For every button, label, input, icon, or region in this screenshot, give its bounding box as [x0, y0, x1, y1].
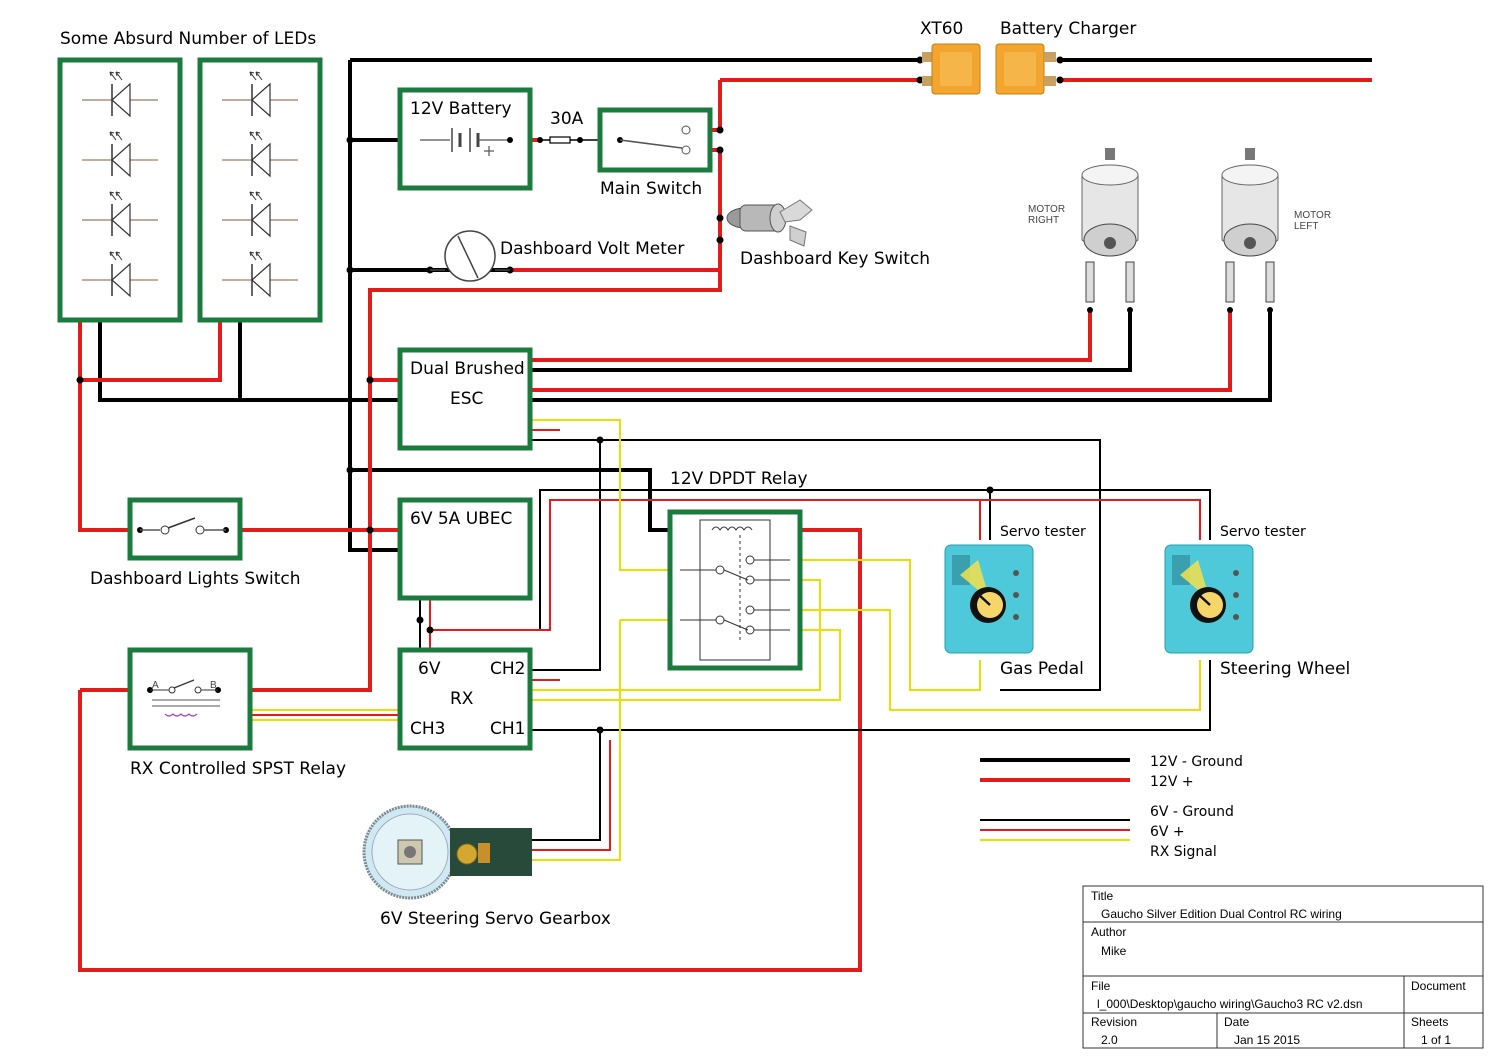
motor-right [1081, 148, 1139, 303]
fuse-label: 30A [550, 109, 584, 129]
esc-label-2: ESC [450, 389, 483, 409]
lights-switch-label: Dashboard Lights Switch [90, 569, 301, 589]
leds-label: Some Absurd Number of LEDs [60, 29, 316, 49]
tb-date-label: Date [1224, 1015, 1250, 1029]
battery [397, 87, 533, 191]
legend-12v-ground: 12V - Ground [1150, 754, 1243, 770]
motor-right-label-1: MOTOR [1028, 204, 1065, 215]
motor-left [1221, 148, 1279, 303]
tb-sheets-value: 1 of 1 [1421, 1033, 1451, 1047]
rx-ch1-label: CH1 [490, 719, 525, 739]
ubec-box [397, 497, 533, 601]
tb-date-value: Jan 15 2015 [1234, 1033, 1300, 1047]
servo-tester-steering [1164, 544, 1254, 654]
led-icon [82, 251, 158, 298]
led-icon [82, 131, 158, 178]
steering-wheel-label: Steering Wheel [1220, 659, 1350, 679]
servo-tester-1-label: Servo tester [1000, 524, 1086, 540]
lights-switch [127, 497, 243, 561]
esc-box [397, 347, 533, 451]
main-switch [597, 107, 713, 173]
servo-gearbox-label: 6V Steering Servo Gearbox [380, 909, 611, 929]
esc-label-1: Dual Brushed [410, 359, 525, 379]
spst-label: RX Controlled SPST Relay [130, 759, 346, 779]
main-switch-label: Main Switch [600, 179, 702, 199]
key-switch [726, 199, 813, 247]
battery-charger-label: Battery Charger [1000, 19, 1136, 39]
led-icon [222, 71, 298, 118]
volt-meter-label: Dashboard Volt Meter [500, 239, 684, 259]
tb-revision-label: Revision [1091, 1015, 1137, 1029]
xt60-connector [922, 43, 981, 95]
tb-document-label: Document [1411, 979, 1466, 993]
tb-file-label: File [1091, 979, 1111, 993]
legend-rx-signal: RX Signal [1150, 844, 1217, 860]
dpdt-label: 12V DPDT Relay [670, 469, 808, 489]
fuse [537, 136, 600, 144]
dpdt-relay [667, 509, 803, 671]
tb-file-value: l_000\Desktop\gaucho wiring\Gaucho3 RC v… [1097, 997, 1363, 1011]
legend-12v-plus: 12V + [1150, 774, 1194, 790]
rx-box [397, 647, 533, 751]
legend-swatches [980, 758, 1130, 841]
gas-pedal-label: Gas Pedal [1000, 659, 1084, 679]
rx-6v-label: 6V [418, 659, 441, 679]
led-icon [82, 191, 158, 238]
xt60-label: XT60 [920, 19, 963, 39]
volt-meter [430, 230, 510, 282]
legend-6v-ground: 6V - Ground [1150, 804, 1234, 820]
junction-dots [76, 56, 1273, 734]
motor-right-label-2: RIGHT [1028, 215, 1059, 226]
tb-author-label: Author [1091, 925, 1126, 939]
tb-revision-value: 2.0 [1101, 1033, 1118, 1047]
battery-charger-connector [995, 43, 1056, 95]
led-icon [222, 191, 298, 238]
led-icon [222, 251, 298, 298]
title-block [1082, 885, 1484, 1049]
led-icon [82, 71, 158, 118]
led-panels [57, 57, 323, 323]
spst-b-label: B [210, 680, 217, 691]
tb-author-value: Mike [1101, 944, 1127, 958]
tb-title-value: Gaucho Silver Edition Dual Control RC wi… [1101, 907, 1342, 921]
servo-tester-gas [944, 544, 1034, 654]
legend-6v-plus: 6V + [1150, 824, 1185, 840]
wires [78, 58, 1372, 972]
rx-ch2-label: CH2 [490, 659, 525, 679]
rx-name-label: RX [450, 689, 474, 709]
key-switch-label: Dashboard Key Switch [740, 249, 930, 269]
servo-gearbox [362, 804, 532, 900]
motor-left-label-1: MOTOR [1294, 210, 1331, 221]
labels: Some Absurd Number of LEDs XT60 Battery … [60, 19, 1466, 1047]
rx-ch3-label: CH3 [410, 719, 445, 739]
servo-tester-2-label: Servo tester [1220, 524, 1306, 540]
spst-a-label: A [152, 680, 159, 691]
battery-label: 12V Battery [410, 99, 512, 119]
ubec-label: 6V 5A UBEC [410, 509, 512, 529]
spst-relay [127, 647, 253, 751]
tb-title-label: Title [1091, 889, 1114, 903]
motor-left-label-2: LEFT [1294, 221, 1318, 232]
tb-sheets-label: Sheets [1411, 1015, 1448, 1029]
led-icon [222, 131, 298, 178]
